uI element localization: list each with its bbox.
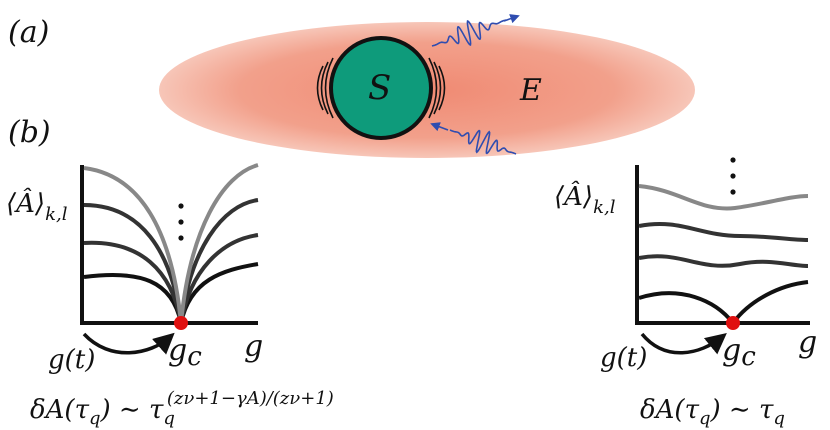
- photon-outgoing-icon: [431, 14, 520, 47]
- vibration-left-icon: [316, 57, 334, 119]
- right-formula-mid-sub: q: [773, 408, 785, 429]
- left-critical-main: g: [168, 333, 187, 368]
- right-y-label: ⟨Â⟩k,l: [554, 180, 616, 218]
- right-curve-3: [638, 221, 809, 242]
- right-curve-4: [638, 184, 809, 211]
- right-critical-label: gc: [722, 333, 756, 372]
- system-label: S: [368, 68, 391, 108]
- left-dots: [178, 203, 184, 241]
- left-scaling-formula: δA(τq) ∼ τq(zν+1−γA)/(zν+1): [30, 388, 334, 429]
- left-formula-exponent: (zν+1−γA)/(zν+1): [167, 388, 334, 409]
- left-critical-point: [174, 316, 188, 330]
- right-critical-sub: c: [741, 342, 756, 372]
- right-y-label-sub: k,l: [593, 197, 616, 218]
- vibration-right-icon: [428, 57, 446, 119]
- left-critical-sub: c: [187, 342, 202, 372]
- left-drive-arrow: [82, 332, 175, 355]
- left-y-label-sub: k,l: [45, 204, 68, 225]
- right-dots: [730, 157, 736, 195]
- right-plot: ⟨Â⟩k,l g(t) gc g δA(τq) ∼ τq: [554, 157, 817, 429]
- photon-incoming-icon: [430, 122, 517, 155]
- right-scaling-formula: δA(τq) ∼ τq: [640, 395, 785, 429]
- left-drive-label: g(t): [48, 345, 95, 375]
- left-critical-label: gc: [168, 333, 202, 372]
- right-drive-arrow: [640, 332, 727, 355]
- right-curve-2: [638, 254, 809, 268]
- right-x-label: g: [798, 325, 817, 360]
- right-formula-base: δA(τ: [640, 395, 700, 425]
- left-y-label-main: ⟨Â⟩: [6, 187, 45, 219]
- panel-a-label: (a): [8, 15, 49, 50]
- right-drive-label: g(t): [600, 343, 647, 373]
- left-x-label: g: [244, 329, 263, 364]
- left-formula-base-sub: q: [89, 408, 101, 429]
- left-formula-mid: ) ∼ τ: [100, 395, 164, 425]
- system-circle: [329, 36, 433, 140]
- right-curve-1: [638, 280, 809, 327]
- left-plot: ⟨Â⟩k,l g(t) gc g δA(τq) ∼ τq(zν+1−γA)/(z…: [6, 163, 334, 429]
- panel-b-label: (b): [8, 115, 51, 150]
- right-critical-point: [726, 316, 740, 330]
- right-y-label-main: ⟨Â⟩: [554, 180, 593, 212]
- right-critical-main: g: [722, 333, 741, 368]
- right-formula-mid: ) ∼ τ: [710, 395, 774, 425]
- environment-label: E: [519, 73, 542, 108]
- left-formula-mid-sub: q: [163, 408, 175, 429]
- right-formula-base-sub: q: [699, 408, 711, 429]
- left-formula-base: δA(τ: [30, 395, 90, 425]
- left-y-label: ⟨Â⟩k,l: [6, 187, 68, 225]
